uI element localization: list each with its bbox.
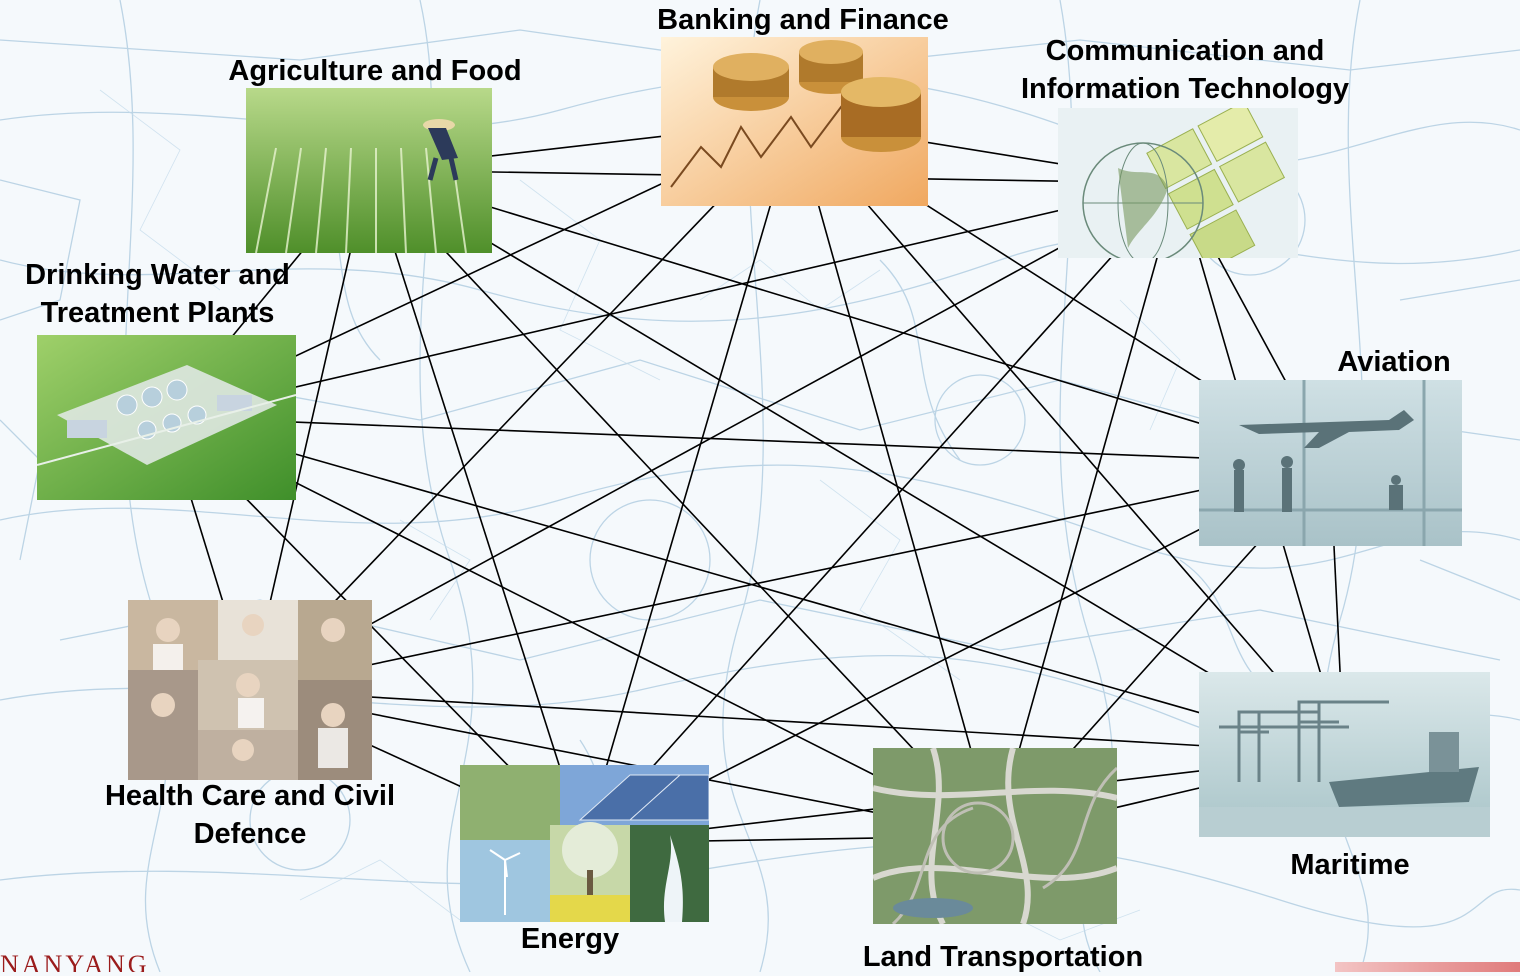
edge-comm-health [249,182,1179,691]
water-label: Drinking Water and Treatment Plants [0,256,315,332]
nanyang-logo: NANYANG [0,952,150,972]
edge-water-aviation [165,416,1331,464]
edge-banking-land [794,120,996,837]
edge-agri-maritime [368,169,1345,755]
water-label-line2: Treatment Plants [40,297,275,329]
aviation-node [1199,380,1462,546]
edge-banking-energy [583,120,796,844]
water-treatment-plant-image [37,335,296,500]
energy-collage-image [460,765,709,922]
comm-it-node [1058,108,1298,258]
health-label: Health Care and Civil Defence [50,777,450,853]
land-transport-node [873,748,1117,924]
edge-comm-energy [583,182,1179,844]
land-transport-label: Land Transportation [862,941,1144,973]
edge-water-land [165,416,996,837]
edge-agri-land [368,169,996,837]
decorative-corner-bar [1335,962,1520,972]
edge-comm-water [165,182,1179,418]
airport-airplane-image [1199,380,1462,546]
edge-water-maritime [165,416,1345,755]
edge-health-maritime [249,689,1345,755]
health-node [128,600,372,780]
edge-aviation-health [249,462,1331,691]
agriculture-label: Agriculture and Food [228,55,522,87]
edge-comm-land [994,182,1179,837]
agriculture-node [246,88,492,253]
comm-it-label-line1: Communication and [1045,35,1325,67]
health-label-line1: Health Care and Civil [104,780,396,812]
health-label-line2: Defence [193,818,307,850]
aviation-label: Aviation [1337,346,1451,378]
rice-field-image [246,88,492,253]
energy-node [460,765,709,922]
highway-interchange-image [873,748,1117,924]
maritime-node [1199,672,1490,837]
globe-keyboard-image [1058,108,1298,258]
edge-banking-maritime [794,120,1345,755]
energy-label: Energy [520,923,620,955]
port-cranes-ship-image [1199,672,1490,837]
edge-health-land [249,689,996,837]
maritime-label: Maritime [1290,849,1410,881]
banking-coins-chart-image [661,37,928,206]
comm-it-label: Communication and Information Technology [985,32,1385,108]
banking-label: Banking and Finance [657,4,949,36]
water-label-line1: Drinking Water and [25,259,290,291]
banking-node [661,37,928,206]
water-node [37,335,296,500]
comm-it-label-line2: Information Technology [1020,73,1350,105]
healthcare-collage-image [128,600,372,780]
